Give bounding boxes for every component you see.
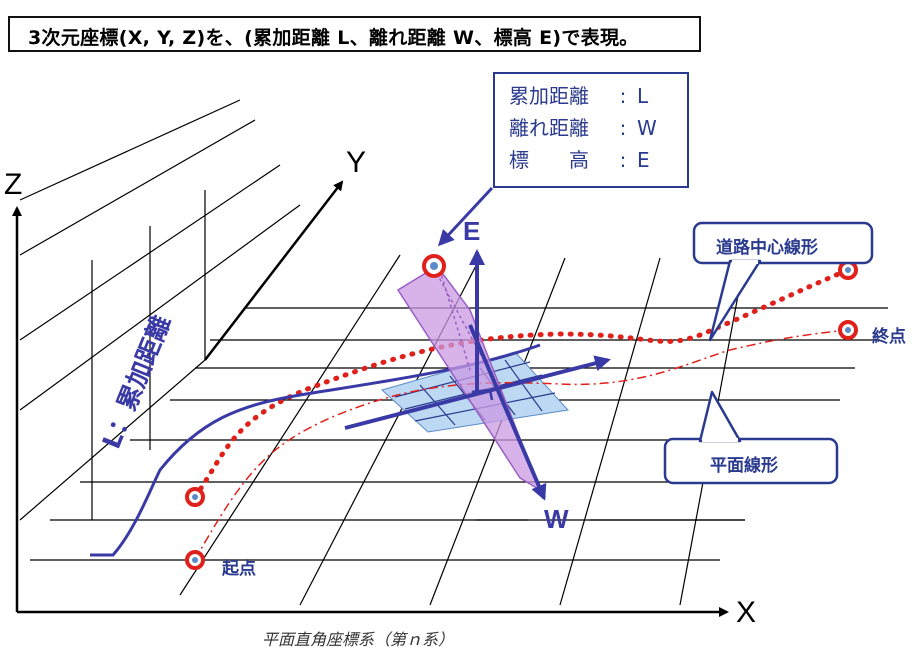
callout-row-l: 累加距離:L bbox=[509, 84, 649, 108]
start-point-label: 起点 bbox=[222, 559, 256, 579]
cumulative-distance-curve bbox=[90, 343, 541, 557]
callout-row-e: 標 高:E bbox=[509, 148, 650, 172]
plane-tag-label: 平面線形 bbox=[710, 456, 778, 476]
y-axis-label: Y bbox=[346, 146, 367, 179]
y-axis bbox=[204, 180, 344, 361]
title-text: 3次元座標(X, Y, Z)を、(累加距離 L、離れ距離 W、標高 E)で表現。 bbox=[28, 27, 639, 49]
back-wall-grid bbox=[19, 99, 301, 521]
x-axis-label: X bbox=[736, 596, 757, 629]
l-vector bbox=[344, 355, 611, 430]
road-center-line bbox=[192, 267, 851, 500]
end-point-label: 終点 bbox=[872, 327, 906, 347]
e-vector-label: E bbox=[463, 216, 481, 246]
coordinate-callout: 累加距離:L 離れ距離:W 標 高:E bbox=[493, 72, 689, 188]
callout-row-w: 離れ距離:W bbox=[509, 116, 657, 140]
plane-tag-shape bbox=[663, 390, 839, 485]
road-center-tag-shape bbox=[692, 221, 874, 342]
z-axis-label: Z bbox=[4, 168, 23, 201]
callout-pointer bbox=[437, 186, 494, 247]
w-vector-label: W bbox=[544, 504, 569, 534]
point-markers bbox=[185, 254, 858, 570]
plane-alignment-line bbox=[194, 329, 849, 561]
title-box: 3次元座標(X, Y, Z)を、(累加距離 L、離れ距離 W、標高 E)で表現。 bbox=[8, 16, 701, 52]
road-center-tag-label: 道路中心線形 bbox=[716, 238, 818, 258]
coordinate-system-caption: 平面直角座標系（第ｎ系） bbox=[262, 630, 455, 649]
w-vector bbox=[468, 324, 547, 501]
